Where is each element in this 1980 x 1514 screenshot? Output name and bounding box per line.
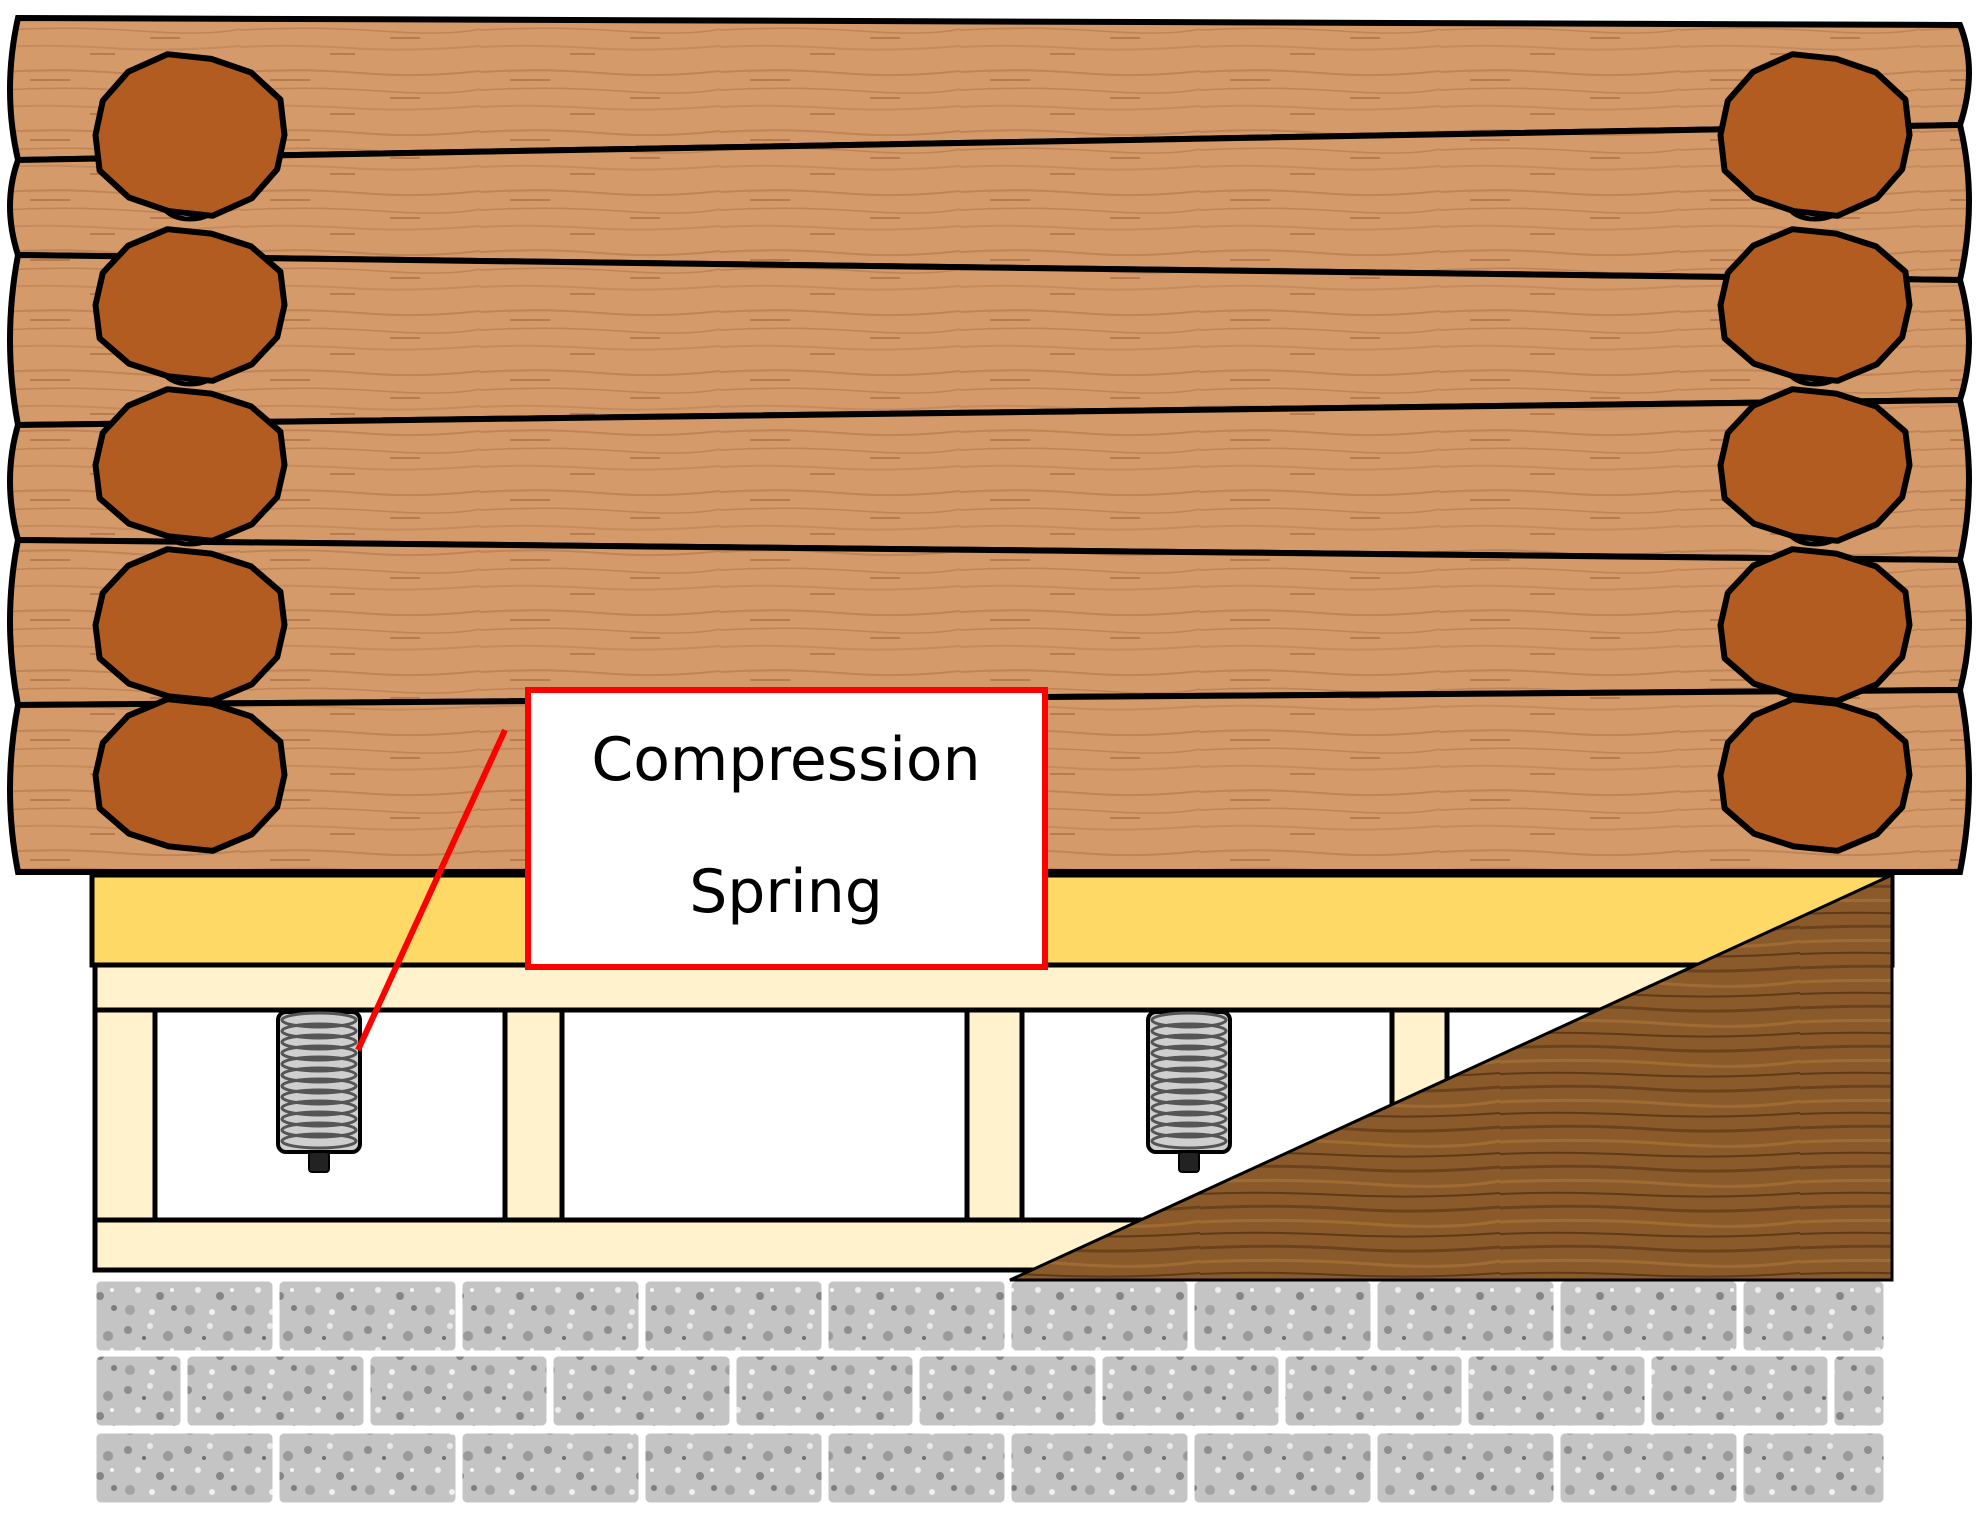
- concrete-block: [95, 1280, 274, 1352]
- concrete-block: [1559, 1432, 1738, 1504]
- concrete-block: [1193, 1432, 1372, 1504]
- concrete-block: [1284, 1355, 1463, 1427]
- log-end-icon: [1721, 699, 1910, 851]
- compression-spring-icon: [278, 1012, 360, 1172]
- log: [10, 540, 1969, 705]
- log-end-icon: [96, 54, 285, 216]
- concrete-block: [1010, 1432, 1189, 1504]
- concrete-block: [644, 1432, 823, 1504]
- log-end-icon: [1721, 389, 1910, 541]
- concrete-block: [827, 1432, 1006, 1504]
- concrete-block: [1010, 1280, 1189, 1352]
- concrete-block: [1559, 1280, 1738, 1352]
- compression-spring-icon: [1148, 1012, 1230, 1172]
- callout-label-line1: Compression: [591, 725, 980, 795]
- concrete-block-icon: [95, 1280, 1885, 1504]
- concrete-block: [186, 1355, 365, 1427]
- concrete-block: [735, 1355, 914, 1427]
- foundation-block-wall: [95, 1275, 1885, 1514]
- log-end-icon: [96, 389, 285, 541]
- joist-bay: [562, 1010, 967, 1220]
- concrete-block: [1742, 1280, 1885, 1352]
- concrete-block: [827, 1280, 1006, 1352]
- concrete-block: [1376, 1280, 1555, 1352]
- concrete-block: [95, 1355, 182, 1427]
- concrete-block: [278, 1432, 457, 1504]
- concrete-block: [1742, 1432, 1885, 1504]
- log-end-icon: [96, 229, 285, 381]
- log: [10, 255, 1969, 425]
- concrete-block: [1650, 1355, 1829, 1427]
- concrete-block: [278, 1280, 457, 1352]
- concrete-block: [1833, 1355, 1885, 1427]
- log-end-icon: [1721, 54, 1910, 216]
- concrete-block: [1193, 1280, 1372, 1352]
- log-end-icon: [96, 549, 285, 701]
- concrete-block: [95, 1432, 274, 1504]
- concrete-block: [1467, 1355, 1646, 1427]
- log-end-icon: [1721, 229, 1910, 381]
- concrete-block: [461, 1280, 640, 1352]
- concrete-block: [552, 1355, 731, 1427]
- concrete-block: [1101, 1355, 1280, 1427]
- log-end-icon: [96, 699, 285, 851]
- log-end-icon: [1721, 549, 1910, 701]
- log: [10, 400, 1969, 560]
- concrete-block: [461, 1432, 640, 1504]
- callout-label-line2: Spring: [689, 857, 883, 927]
- concrete-block: [644, 1280, 823, 1352]
- spring-base: [309, 1152, 329, 1172]
- concrete-block: [918, 1355, 1097, 1427]
- concrete-block: [1376, 1432, 1555, 1504]
- spring-base: [1179, 1152, 1199, 1172]
- concrete-block: [369, 1355, 548, 1427]
